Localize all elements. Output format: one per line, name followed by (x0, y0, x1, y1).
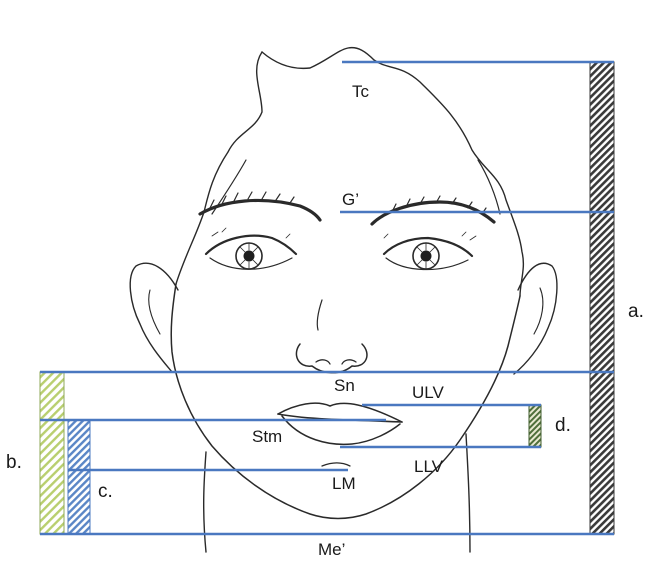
nostril-marks (316, 360, 356, 364)
ear-left-inner (149, 290, 160, 334)
segment-a-bar (590, 62, 614, 534)
label-segment-b: b. (6, 452, 22, 473)
label-segment-c: c. (98, 481, 113, 502)
landmark-labels: Tc G’ Sn ULV Stm LLV LM Me’ (252, 82, 444, 559)
label-ulv: ULV (412, 383, 444, 402)
label-me: Me’ (318, 540, 345, 559)
eyebrow-left (200, 200, 320, 220)
label-g: G’ (342, 190, 359, 209)
segment-labels: a. b. c. d. (6, 301, 644, 502)
reference-lines (40, 62, 614, 534)
segment-b-bar (40, 372, 64, 534)
ear-left (130, 263, 178, 372)
label-lm: LM (332, 474, 356, 493)
nose-tip (296, 344, 367, 373)
label-segment-d: d. (555, 415, 571, 436)
label-segment-a: a. (628, 301, 644, 322)
hair-strand-2 (478, 160, 500, 214)
chin-crease (322, 463, 350, 466)
segment-c-bar (68, 420, 90, 534)
ear-right (514, 263, 557, 374)
nose-bridge (317, 300, 322, 330)
label-tc: Tc (352, 82, 370, 101)
label-sn: Sn (334, 376, 355, 395)
segment-d-bar (529, 405, 541, 447)
label-stm: Stm (252, 427, 282, 446)
neck-left (204, 452, 206, 552)
ear-right-inner (534, 288, 543, 334)
label-llv: LLV (414, 457, 444, 476)
